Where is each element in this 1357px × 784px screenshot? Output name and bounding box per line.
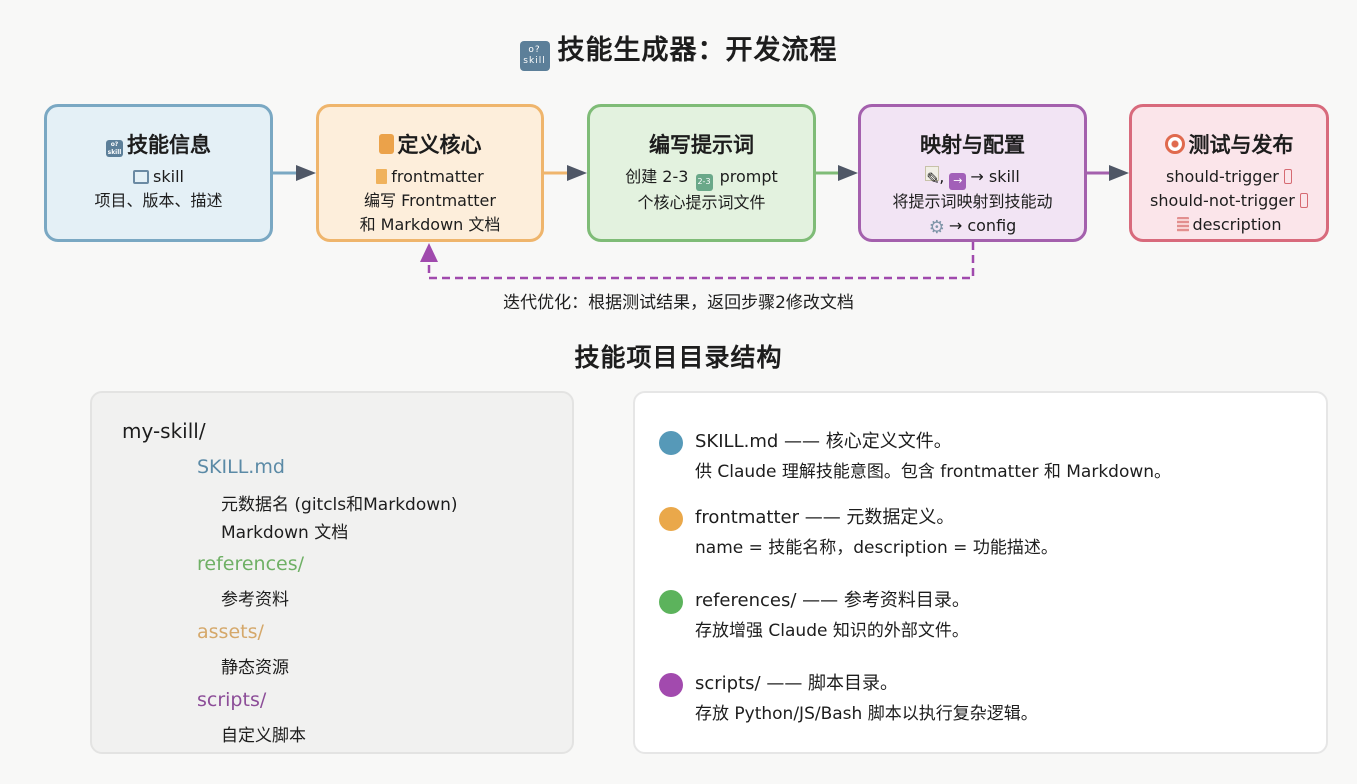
step-line: skill — [47, 165, 270, 189]
legend-dot-icon — [659, 431, 683, 455]
step-title-text: 定义核心 — [397, 133, 482, 157]
tree-leaf: 元数据名 (gitcls和Markdown) — [221, 495, 458, 515]
tree-root: my-skill/ — [122, 419, 206, 443]
tree-node-assets[interactable]: assets/ — [197, 621, 264, 643]
page-title-text: 技能生成器：开发流程 — [557, 35, 838, 66]
step-line: 个核心提示词文件 — [637, 193, 766, 212]
number-badge-icon: 2-3 — [695, 174, 713, 191]
step-line-text: description — [1192, 215, 1282, 234]
tree-node-references[interactable]: references/ — [197, 553, 305, 575]
tree-leaf: Markdown 文档 — [221, 523, 349, 543]
legend-item-desc: 供 Claude 理解技能意图。包含 frontmatter 和 Markdow… — [695, 462, 1172, 482]
markdown-file-icon — [378, 134, 394, 154]
step-line-text: 创建 2-3 — [625, 167, 689, 186]
flow-arrow-4-5 — [1087, 165, 1129, 181]
step-title: 测试与发布 — [1132, 129, 1326, 159]
iteration-loop-label: 迭代优化：根据测试结果，返回步骤2修改文档 — [503, 293, 854, 313]
structure-title: 技能项目目录结构 — [574, 343, 783, 372]
step-title: 定义核心 — [319, 129, 541, 159]
target-icon — [1164, 134, 1185, 154]
iteration-loop-arrow — [420, 242, 975, 280]
step-line: should-trigger — [1132, 165, 1326, 189]
skill-badge-icon: o?skill — [106, 140, 123, 157]
gear-icon: ⚙ — [928, 217, 945, 238]
flow-step-test-release[interactable]: 测试与发布 should-trigger should-not-trigger … — [1129, 104, 1329, 242]
id-card-icon — [133, 170, 150, 184]
legend-item-desc: 存放 Python/JS/Bash 脚本以执行复杂逻辑。 — [695, 704, 1038, 724]
directory-tree-panel: my-skill/ — [90, 391, 574, 754]
step-line: description — [1132, 213, 1326, 237]
flow-step-define-core[interactable]: 定义核心 frontmatter 编写 Frontmatter 和 Markdo… — [316, 104, 544, 242]
step-line: 将提示词映射到技能动 — [892, 192, 1053, 211]
flow-arrow-2-3 — [544, 165, 587, 181]
legend-item-desc: name = 技能名称，description = 功能描述。 — [695, 538, 1058, 558]
tree-leaf: 参考资料 — [221, 590, 289, 610]
step-title: 编写提示词 — [649, 133, 754, 157]
skill-badge-icon: o? skill — [519, 41, 550, 71]
legend-item-title: SKILL.md —— 核心定义文件。 — [695, 431, 952, 452]
tree-node-skill-md[interactable]: SKILL.md — [197, 456, 285, 478]
battery-icon — [1283, 169, 1292, 184]
step-line: frontmatter — [319, 165, 541, 189]
flow-step-write-prompts[interactable]: 编写提示词 创建 2-3 2-3 prompt 个核心提示词文件 — [587, 104, 816, 242]
step-line-text: frontmatter — [391, 167, 484, 186]
step-line-text: → skill — [970, 167, 1020, 186]
flow-arrow-1-2 — [273, 165, 316, 181]
legend-dot-icon — [659, 673, 683, 697]
step-title-text: 技能信息 — [127, 133, 211, 157]
step-line-text: , — [939, 167, 950, 186]
legend-item-desc: 存放增强 Claude 知识的外部文件。 — [695, 621, 969, 641]
step-line-text: prompt — [719, 167, 778, 186]
flow-arrow-3-4 — [816, 165, 858, 181]
step-line: 创建 2-3 2-3 prompt — [590, 165, 813, 191]
legend-dot-icon — [659, 507, 683, 531]
document-icon — [376, 169, 388, 184]
legend-item-title: frontmatter —— 元数据定义。 — [695, 507, 955, 528]
step-line: ✎, →→ skill — [861, 165, 1084, 190]
tree-node-scripts[interactable]: scripts/ — [197, 689, 267, 711]
document-icon — [1176, 217, 1189, 232]
step-title-text: 测试与发布 — [1188, 133, 1294, 157]
legend-item-title: references/ —— 参考资料目录。 — [695, 590, 970, 611]
step-line-text: skill — [153, 167, 184, 186]
battery-icon — [1299, 193, 1308, 208]
step-line-text: should-trigger — [1166, 167, 1279, 186]
step-line: 项目、版本、描述 — [94, 191, 223, 210]
legend-panel: SKILL.md —— 核心定义文件。 供 Claude 理解技能意图。包含 f… — [633, 391, 1328, 754]
step-line-text: → config — [948, 216, 1017, 235]
step-line: should-not-trigger — [1132, 189, 1326, 213]
step-line-text: should-not-trigger — [1150, 191, 1295, 210]
arrow-right-box-icon: → — [949, 173, 967, 190]
step-line: 和 Markdown 文档 — [359, 215, 501, 234]
tree-leaf: 自定义脚本 — [221, 726, 306, 746]
step-line: 编写 Frontmatter — [364, 191, 496, 210]
tree-leaf: 静态资源 — [221, 658, 289, 678]
step-line: ⚙→ config — [861, 214, 1084, 240]
legend-item-title: scripts/ —— 脚本目录。 — [695, 673, 899, 694]
memo-icon: ✎ — [925, 166, 940, 188]
flow-step-map-config[interactable]: 映射与配置 ✎, →→ skill 将提示词映射到技能动 ⚙→ config — [858, 104, 1087, 242]
step-title: 映射与配置 — [920, 133, 1025, 157]
legend-dot-icon — [659, 590, 683, 614]
